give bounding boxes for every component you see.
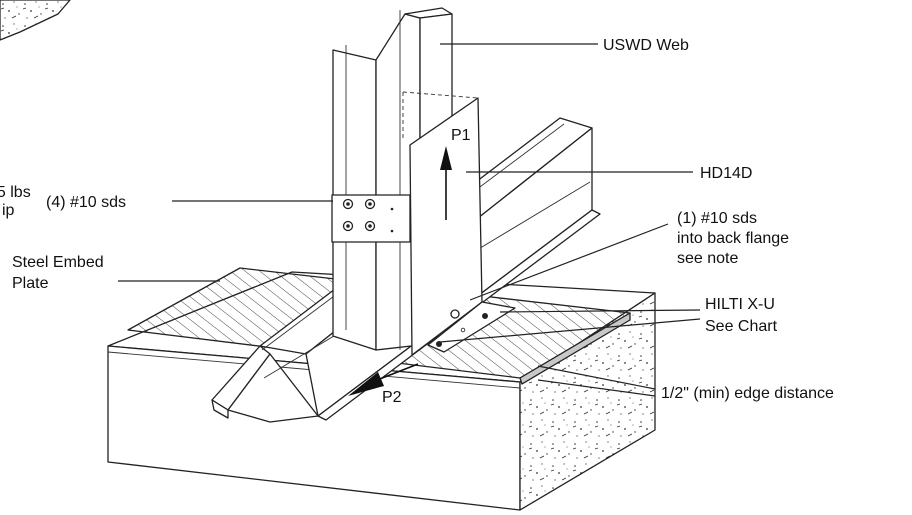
screw-1-label-line2: into back flange (677, 230, 789, 247)
p2-label: P2 (382, 389, 402, 406)
edge-distance-label: 1/2" (min) edge distance (661, 385, 834, 402)
hilti-label-line2: See Chart (705, 318, 778, 335)
hd14d-holdown (331, 91, 516, 356)
load-partial-label-1: 95 lbs (0, 184, 31, 201)
screw-1-label-line3: see note (677, 250, 738, 267)
foot-hole (460, 327, 466, 333)
hilti-pin-1 (482, 313, 488, 319)
screw-1-label-line1: (1) #10 sds (677, 210, 757, 227)
hd14d-label: HD14D (700, 165, 752, 182)
embed-plate-label-line1: Steel Embed (12, 254, 104, 271)
concrete-fragment-top-left (0, 0, 71, 41)
p1-arrow (440, 146, 452, 220)
p1-label: P1 (451, 127, 471, 144)
screw-group-4 (342, 198, 394, 233)
uswd-web-label: USWD Web (603, 37, 689, 54)
embed-plate-label-line2: Plate (12, 275, 49, 292)
embed-plate-edge-strip (519, 312, 631, 385)
leader-lines (118, 43, 701, 397)
screws-4-label: (4) #10 sds (46, 194, 126, 211)
load-partial-label-2: ip (2, 202, 15, 219)
p2-arrow (348, 363, 419, 396)
hilti-label-line1: HILTI X-U (705, 296, 775, 313)
foot-screw (450, 309, 460, 319)
